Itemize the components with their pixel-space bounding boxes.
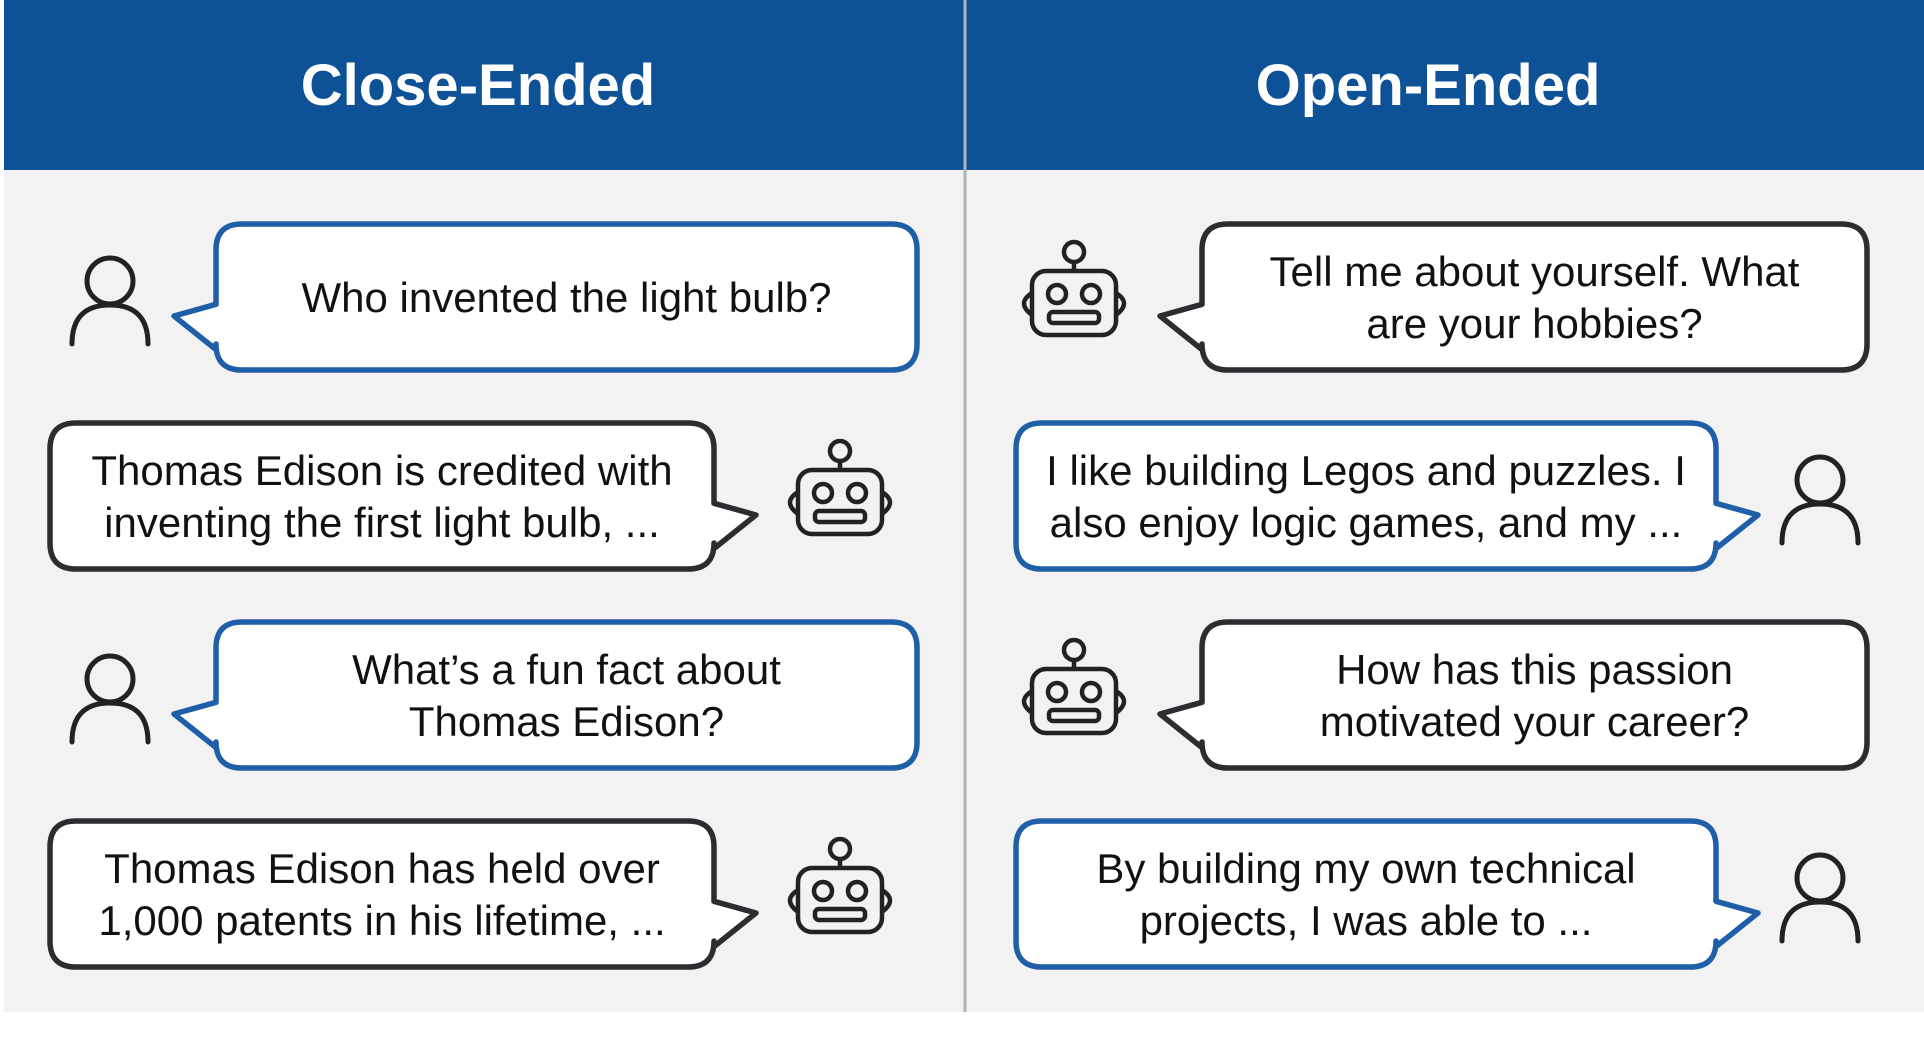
message-text-line: projects, I was able to ...: [1140, 897, 1593, 944]
message-text-line: inventing the first light bulb, ...: [104, 499, 660, 546]
robot-icon: [1021, 239, 1127, 338]
person-icon: [69, 653, 151, 745]
panel-title: Close-Ended: [301, 53, 656, 118]
person-icon: [1779, 852, 1861, 944]
panel-title: Open-Ended: [1256, 53, 1601, 118]
bot-speech-bubble: [47, 818, 759, 970]
message-bot: Thomas Edison is credited with inventing …: [47, 420, 759, 572]
person-icon: [1779, 454, 1861, 546]
message-text-line: 1,000 patents in his lifetime, ...: [98, 897, 665, 944]
message-human: By building my own technical projects, I …: [1013, 818, 1761, 970]
message-text-line: Thomas Edison is credited with: [91, 447, 672, 494]
message-text-line: Thomas Edison?: [409, 698, 724, 745]
message-text-line: Thomas Edison has held over: [104, 845, 660, 892]
message-bot: Thomas Edison has held over 1,000 patents…: [47, 818, 759, 970]
panel-header: [966, 0, 1924, 170]
person-icon: [69, 255, 151, 347]
message-bot: How has this passion motivated your caree…: [1157, 619, 1870, 771]
message-text-line: Who invented the light bulb?: [301, 274, 831, 321]
human-speech-bubble: [171, 619, 920, 771]
robot-icon: [787, 836, 893, 935]
message-text-line: By building my own technical: [1096, 845, 1635, 892]
message-text-line: motivated your career?: [1320, 698, 1750, 745]
bot-speech-bubble: [1157, 619, 1870, 771]
message-text-line: Tell me about yourself. What: [1270, 248, 1800, 295]
message-human: Who invented the light bulb?: [171, 221, 920, 373]
message-text-line: are your hobbies?: [1366, 300, 1702, 347]
message-bot: Tell me about yourself. What are your hob…: [1157, 221, 1870, 373]
message-human: I like building Legos and puzzles. I also…: [1013, 420, 1761, 572]
panel-header: [4, 0, 964, 170]
message-text-line: What’s a fun fact about: [352, 646, 781, 693]
bot-speech-bubble: [47, 420, 759, 572]
message-text-line: I like building Legos and puzzles. I: [1046, 447, 1686, 494]
message-text-line: also enjoy logic games, and my ...: [1050, 499, 1683, 546]
human-speech-bubble: [1013, 818, 1761, 970]
human-speech-bubble: [1013, 420, 1761, 572]
robot-icon: [1021, 637, 1127, 736]
human-speech-bubble: [171, 221, 920, 373]
message-text-line: How has this passion: [1336, 646, 1733, 693]
bot-speech-bubble: [1157, 221, 1870, 373]
robot-icon: [787, 438, 893, 537]
